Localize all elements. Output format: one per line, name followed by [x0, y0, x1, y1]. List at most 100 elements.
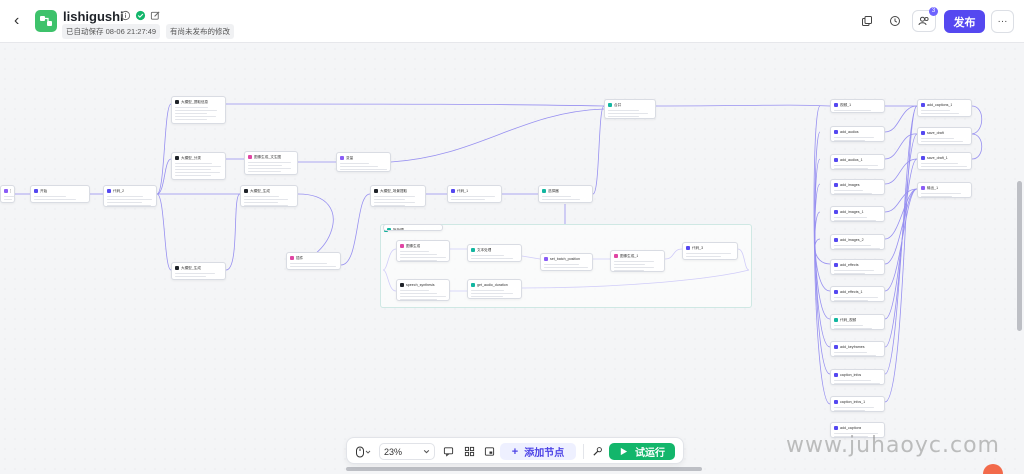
node-type-icon — [686, 246, 690, 250]
node-param-line — [248, 164, 282, 166]
node-title: 大模型_提取信息 — [181, 99, 209, 104]
node-param-line — [834, 324, 864, 326]
node-param-line — [374, 204, 405, 206]
edit-icon[interactable] — [150, 10, 161, 21]
zoom-select[interactable]: 23% — [379, 443, 435, 460]
node-header: 图像生成 — [400, 243, 446, 249]
workflow-node[interactable]: add_captions_1 — [917, 99, 972, 117]
node-param-line — [107, 201, 143, 203]
node-title: 图像生成_1 — [620, 253, 639, 258]
workflow-node[interactable]: 开始 — [30, 185, 90, 203]
node-param-line — [608, 112, 648, 114]
workflow-node[interactable]: caption_infos — [830, 369, 885, 385]
workflow-node[interactable]: caption_infos_1 — [830, 396, 885, 412]
workflow-node[interactable]: 代码_3 — [682, 242, 738, 260]
node-header: add_audios_1 — [834, 157, 881, 163]
node-param-line — [834, 296, 878, 298]
node-header: 大模型_生成 — [244, 188, 294, 194]
workflow-node[interactable]: add_effects_1 — [830, 286, 885, 302]
workflow-node[interactable]: add_keyframes — [830, 341, 885, 357]
workflow-node[interactable]: 图像生成_1 — [610, 250, 665, 272]
workflow-node[interactable]: 批处理 — [383, 224, 443, 231]
node-param-line — [4, 195, 14, 197]
workflow-node[interactable]: add_effects — [830, 259, 885, 275]
node-type-icon — [34, 189, 38, 193]
comment-button[interactable] — [439, 443, 457, 460]
workflow-node[interactable]: 图像生成 — [396, 240, 450, 262]
node-type-icon — [614, 254, 618, 258]
node-param-line — [544, 263, 580, 265]
node-param-line — [542, 198, 581, 200]
vertical-scrollbar[interactable] — [1017, 181, 1022, 331]
workflow-node[interactable]: 代码_1 — [447, 185, 502, 203]
workflow-node[interactable]: 选择器 — [538, 185, 593, 203]
workflow-node[interactable]: speech_synthesis — [396, 279, 450, 301]
node-header: 大模型_提取信息 — [175, 99, 222, 105]
workflow-node[interactable]: add_audios — [830, 126, 885, 142]
node-param-line — [244, 198, 289, 200]
node-type-icon — [921, 156, 925, 160]
publish-button[interactable]: 发布 — [944, 10, 985, 33]
node-type-icon — [834, 318, 838, 322]
node-param-line — [400, 256, 447, 258]
auto-layout-button[interactable] — [460, 443, 478, 460]
node-type-icon — [834, 263, 838, 267]
save-status: 已自动保存 08-06 21:27:49 有尚未发布的修改 — [62, 24, 235, 39]
back-button[interactable]: ‹ — [14, 12, 20, 29]
more-options-button[interactable]: ··· — [991, 10, 1014, 33]
workflow-node[interactable]: 变量 — [336, 152, 391, 172]
test-run-button[interactable]: 试运行 — [609, 443, 675, 460]
workflow-node[interactable]: add_captions — [830, 422, 885, 438]
workflow-node[interactable]: 大模型_场景提取 — [370, 185, 426, 207]
node-param-line — [374, 201, 415, 203]
workflow-node[interactable]: 变量_1 — [0, 185, 15, 203]
node-header: 大模型_生成 — [175, 265, 222, 271]
workflow-node[interactable]: get_audio_duration — [467, 279, 522, 299]
node-header: 开始 — [34, 188, 86, 194]
workflow-node[interactable]: save_draft — [917, 127, 972, 145]
info-icon[interactable] — [120, 10, 131, 21]
node-param-line — [686, 252, 731, 254]
workflow-node[interactable]: 图像生成_文生图 — [244, 151, 298, 175]
node-type-icon — [544, 257, 548, 261]
workflow-node[interactable]: 大模型_分类 — [171, 152, 226, 180]
floating-assistant-button[interactable] — [983, 464, 1003, 474]
node-param-line — [451, 198, 486, 200]
node-param-line — [244, 195, 279, 197]
workflow-node[interactable]: add_images_2 — [830, 234, 885, 250]
workflow-node[interactable]: 文本处理 — [467, 244, 522, 262]
node-header: 变量_1 — [4, 188, 11, 194]
add-node-button[interactable]: + 添加节点 — [500, 443, 576, 460]
interaction-mode-button[interactable] — [353, 443, 373, 460]
workflow-node[interactable]: 输出_1 — [917, 182, 972, 198]
workflow-node[interactable]: 代码_2 — [103, 185, 157, 207]
history-button[interactable] — [886, 12, 904, 30]
node-type-icon — [834, 158, 838, 162]
node-param-line — [834, 136, 875, 138]
workflow-node[interactable]: 视频_1 — [830, 99, 885, 113]
horizontal-scrollbar[interactable] — [346, 467, 702, 471]
workflow-node[interactable]: add_images — [830, 179, 885, 195]
node-header: 大模型_分类 — [175, 155, 222, 161]
workflow-node[interactable]: add_audios_1 — [830, 154, 885, 170]
workflow-node[interactable]: 大模型_生成 — [171, 262, 226, 280]
node-param-line — [248, 167, 291, 169]
collaborators-button[interactable]: 3 — [912, 7, 938, 32]
debug-tools-button[interactable] — [588, 443, 606, 460]
node-param-line — [834, 247, 880, 249]
node-param-line — [834, 219, 876, 221]
workflow-node[interactable]: 大模型_生成 — [240, 185, 298, 207]
workflow-node[interactable]: 合并 — [604, 99, 656, 119]
history-icon — [890, 16, 900, 26]
workflow-node[interactable]: 插件 — [286, 252, 341, 270]
node-param-line — [451, 195, 495, 197]
workflow-node[interactable]: save_draft_1 — [917, 152, 972, 170]
copy-button[interactable] — [858, 12, 876, 30]
workflow-canvas[interactable]: 批处理体 开始大模型_提取信息大模型_分类大模型_生成图像生成_文生图变量大模型… — [0, 44, 1024, 474]
minimap-button[interactable] — [480, 443, 498, 460]
workflow-node[interactable]: set_batch_position — [540, 253, 593, 271]
workflow-node[interactable]: add_images_1 — [830, 206, 885, 222]
workflow-node[interactable]: 大模型_提取信息 — [171, 96, 226, 124]
node-param-line — [834, 139, 865, 141]
workflow-node[interactable]: 代码_视频 — [830, 314, 885, 330]
